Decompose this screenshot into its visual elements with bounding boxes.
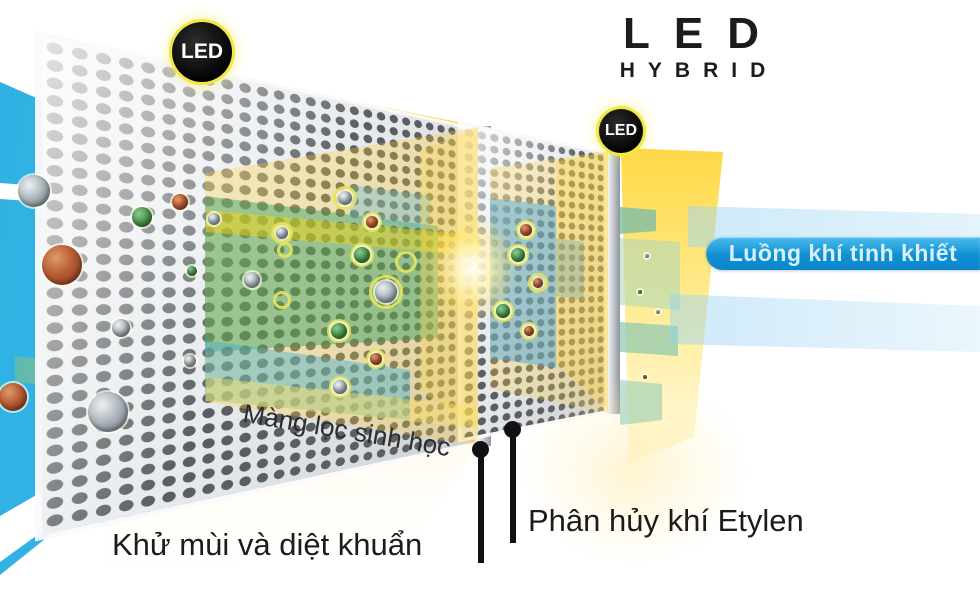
target-ring	[395, 251, 417, 273]
particle-gray	[338, 191, 352, 205]
callout-line	[478, 450, 484, 563]
particle-orange	[524, 326, 534, 336]
front-panel-caption: Khử mùi và diệt khuẩn	[112, 527, 423, 562]
target-ring	[520, 322, 538, 340]
target-ring	[333, 186, 357, 210]
callout-dot	[504, 421, 521, 438]
particle-gray	[184, 355, 196, 367]
target-ring	[350, 243, 374, 267]
particle-orange	[0, 383, 27, 411]
target-ring	[329, 376, 351, 398]
led-badge-front: LED	[172, 22, 232, 82]
particle-green	[132, 207, 152, 227]
particle-orange	[533, 278, 543, 288]
particle-orange	[643, 375, 647, 379]
clean-air-banner: Luồng khí tinh khiết	[706, 237, 980, 270]
particle-green	[187, 266, 197, 276]
target-ring	[277, 242, 293, 258]
rear-panel-caption: Phân hủy khí Etylen	[528, 503, 804, 538]
target-ring	[366, 349, 386, 369]
particle-green	[354, 247, 370, 263]
target-ring	[273, 291, 291, 309]
particle-orange	[366, 216, 378, 228]
particle-gray	[645, 254, 649, 258]
led-badge-rear: LED	[599, 109, 643, 153]
led-hybrid-logo: LED HYBRID	[596, 12, 792, 83]
logo-subtitle: HYBRID	[619, 59, 779, 82]
particle-orange	[42, 245, 82, 285]
callout-dot	[472, 441, 489, 458]
particle-green	[511, 248, 525, 262]
callout-line	[510, 430, 516, 543]
particle-gray	[656, 310, 660, 314]
particle-green	[496, 304, 510, 318]
target-ring	[516, 220, 536, 240]
particle-orange	[370, 353, 382, 365]
particle-gray	[208, 213, 220, 225]
particle-green	[638, 290, 642, 294]
particle-gray	[112, 319, 130, 337]
target-ring	[528, 273, 548, 293]
led-badge-front-label: LED	[181, 40, 223, 63]
clean-air-banner-label: Luồng khí tinh khiết	[728, 240, 958, 266]
led-badge-rear-label: LED	[605, 122, 637, 139]
target-ring	[492, 300, 514, 322]
particle-gray	[276, 227, 288, 239]
particle-orange	[172, 194, 188, 210]
filter-panel-rear-edge	[607, 149, 620, 414]
filter-grid	[42, 37, 476, 535]
particle-green	[331, 323, 347, 339]
particle-gray	[244, 272, 260, 288]
particle-gray	[375, 281, 397, 303]
particle-gray	[88, 392, 128, 432]
target-ring	[362, 212, 382, 232]
target-ring	[369, 275, 403, 309]
particle-gray	[333, 380, 347, 394]
target-ring	[507, 244, 529, 266]
particle-gray	[18, 175, 50, 207]
logo-title: LED	[623, 9, 783, 58]
particle-orange	[520, 224, 532, 236]
target-ring	[327, 319, 351, 343]
